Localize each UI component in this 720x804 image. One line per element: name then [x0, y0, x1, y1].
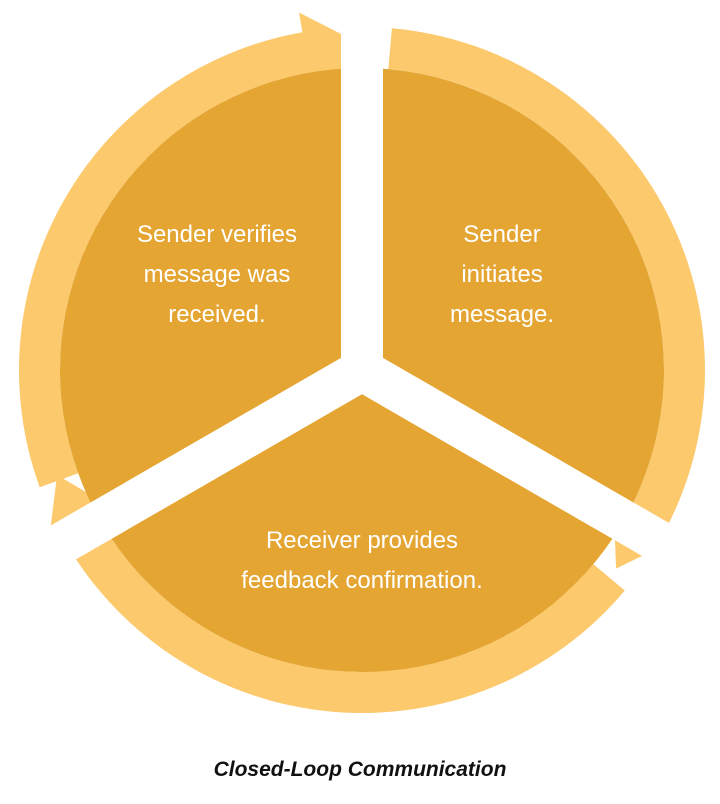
arrow-bottom [47, 475, 625, 714]
diagram-caption: Closed-Loop Communication [213, 758, 507, 781]
segment-label-line: message was [144, 261, 291, 288]
segment-labels: Sender initiates message. Receiver provides… [137, 221, 554, 594]
label-receiver-feedback: Receiver provides feedback confirmation. [241, 527, 482, 594]
divider-lower-left [19, 351, 373, 580]
segment-label-line: initiates [461, 261, 542, 288]
segment-label-line: message. [450, 301, 554, 328]
arrow-left-side [19, 12, 368, 488]
divider-hub [340, 348, 384, 392]
arrow-right-side [388, 28, 705, 569]
cycle-arrows [19, 12, 705, 714]
segment-label-line: Sender verifies [137, 221, 297, 248]
label-sender-initiates: Sender initiates message. [450, 221, 554, 328]
segment-label-line: Sender [463, 221, 540, 248]
segment-label-line: received. [168, 301, 265, 328]
label-sender-verifies: Sender verifies message was received. [137, 221, 297, 328]
segment-dividers [19, 0, 705, 580]
segment-label-line: feedback confirmation. [241, 567, 482, 594]
segment-label-line: Receiver provides [266, 527, 458, 554]
divider-lower-right [351, 351, 705, 580]
